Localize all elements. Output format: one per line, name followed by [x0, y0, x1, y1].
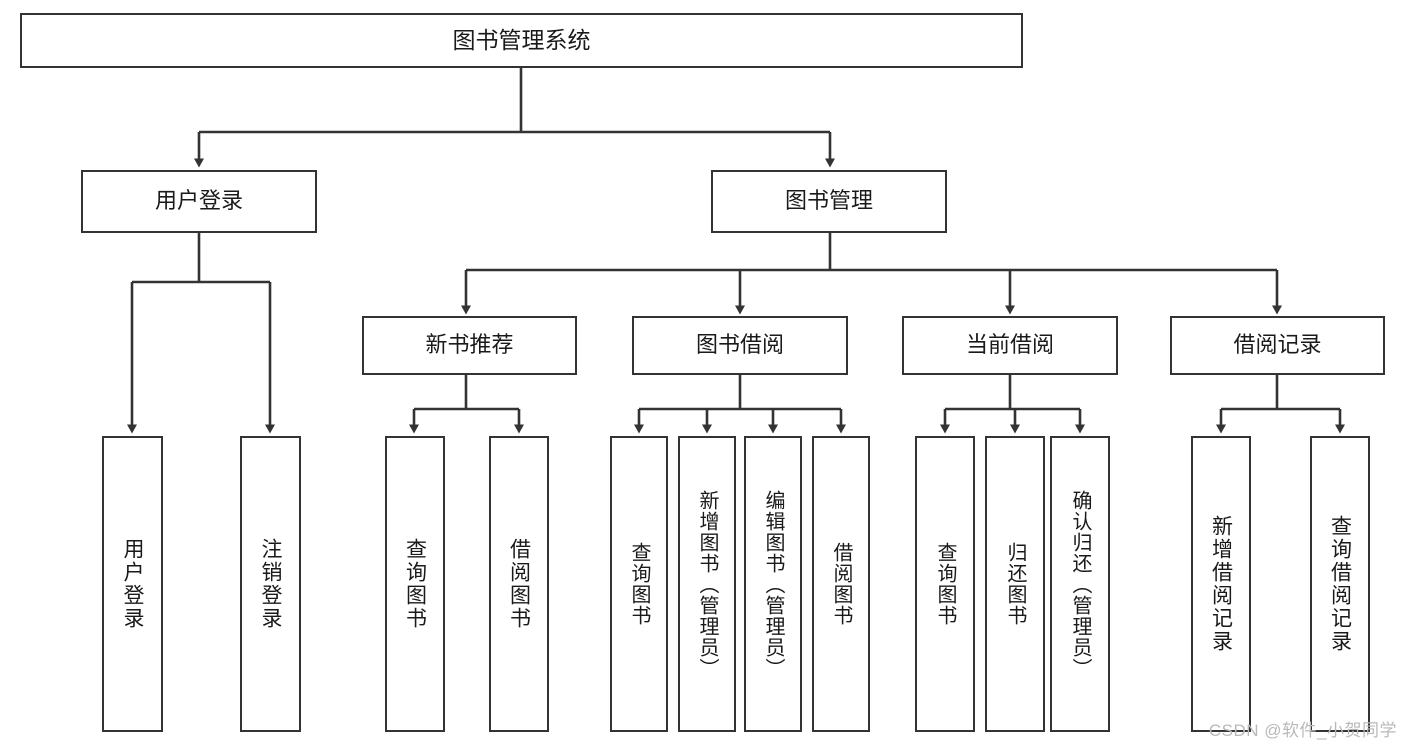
- leaf-confirm-return-admin[interactable]: 确认归还（管理员）: [1050, 436, 1110, 732]
- node-label: 图书管理系统: [452, 27, 591, 54]
- leaf-borrow-book-recommend[interactable]: 借阅图书: [489, 436, 549, 732]
- node-label: 归还图书: [1004, 542, 1026, 626]
- node-label: 图书借阅: [695, 332, 784, 358]
- node-label: 确认归还（管理员）: [1069, 489, 1091, 679]
- leaf-query-book-current[interactable]: 查询图书: [915, 436, 975, 732]
- node-label: 查询借阅记录: [1328, 515, 1352, 653]
- node-user-login[interactable]: 用户登录: [81, 170, 317, 233]
- node-label: 当前借阅: [965, 332, 1054, 358]
- node-label: 新增借阅记录: [1209, 515, 1233, 653]
- leaf-query-book-borrow[interactable]: 查询图书: [610, 436, 668, 732]
- node-label: 编辑图书（管理员）: [762, 489, 784, 679]
- node-label: 借阅图书: [830, 542, 852, 626]
- leaf-query-borrow-record[interactable]: 查询借阅记录: [1310, 436, 1370, 732]
- leaf-logout-login[interactable]: 注销登录: [240, 436, 301, 732]
- node-new-book-recommend[interactable]: 新书推荐: [362, 316, 577, 375]
- node-borrow-record[interactable]: 借阅记录: [1170, 316, 1385, 375]
- node-label: 查询图书: [934, 542, 956, 626]
- node-label: 借阅记录: [1233, 332, 1322, 358]
- leaf-add-book-admin[interactable]: 新增图书（管理员）: [678, 436, 736, 732]
- leaf-add-borrow-record[interactable]: 新增借阅记录: [1191, 436, 1251, 732]
- leaf-edit-book-admin[interactable]: 编辑图书（管理员）: [744, 436, 802, 732]
- node-label: 用户登录: [154, 188, 243, 214]
- watermark-text: CSDN @软件_小贺同学: [1208, 721, 1397, 740]
- node-book-management[interactable]: 图书管理: [711, 170, 947, 233]
- leaf-query-book-recommend[interactable]: 查询图书: [385, 436, 445, 732]
- leaf-user-login[interactable]: 用户登录: [102, 436, 163, 732]
- node-label: 查询图书: [403, 538, 427, 630]
- leaf-return-book[interactable]: 归还图书: [985, 436, 1045, 732]
- node-label: 新书推荐: [425, 332, 514, 358]
- node-current-borrow[interactable]: 当前借阅: [902, 316, 1118, 375]
- node-label: 用户登录: [121, 538, 145, 630]
- node-book-borrow[interactable]: 图书借阅: [632, 316, 848, 375]
- node-label: 新增图书（管理员）: [696, 489, 718, 679]
- node-label: 查询图书: [628, 542, 650, 626]
- node-label: 图书管理: [784, 188, 873, 214]
- node-root-book-management-system[interactable]: 图书管理系统: [20, 13, 1023, 68]
- leaf-borrow-book-borrow[interactable]: 借阅图书: [812, 436, 870, 732]
- node-label: 注销登录: [259, 538, 283, 630]
- node-label: 借阅图书: [507, 538, 531, 630]
